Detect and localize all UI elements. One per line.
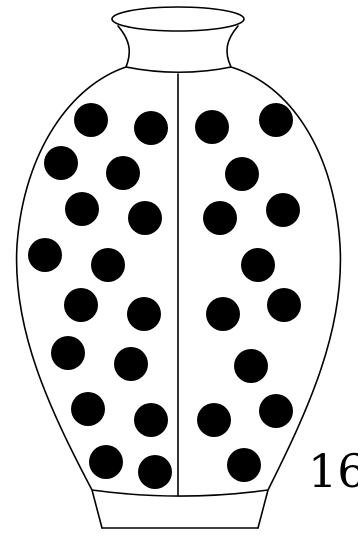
vase-neck-right [227, 26, 238, 67]
dot-right-1 [195, 110, 229, 144]
dot-right-3 [225, 157, 259, 191]
dot-right-8 [267, 288, 301, 322]
dot-left-12 [114, 347, 148, 381]
dot-left-5 [65, 192, 99, 226]
dot-left-15 [89, 445, 123, 479]
dot-right-5 [266, 193, 300, 227]
dot-left-13 [71, 392, 105, 426]
vase-rim [112, 7, 244, 31]
dot-right-7 [206, 297, 240, 331]
dot-left-9 [64, 288, 98, 322]
dot-right-2 [259, 103, 293, 137]
dot-right-9 [234, 349, 268, 383]
dot-left-2 [134, 111, 168, 145]
dot-right-11 [259, 394, 293, 428]
vase-shoulder [126, 67, 231, 72]
vase-base-band [92, 490, 268, 496]
dot-left-10 [127, 297, 161, 331]
dot-left-8 [91, 248, 125, 282]
dot-left-11 [51, 336, 85, 370]
dot-right-4 [203, 201, 237, 235]
dot-left-4 [106, 156, 140, 190]
dot-left-6 [128, 201, 162, 235]
count-label: 16 [308, 448, 358, 494]
dot-right-10 [197, 403, 231, 437]
dot-group [28, 103, 301, 489]
dot-left-14 [134, 403, 168, 437]
vase-neck-left [118, 26, 129, 67]
dot-right-6 [241, 248, 275, 282]
dot-right-12 [227, 448, 261, 482]
dot-left-16 [138, 455, 172, 489]
dot-left-1 [74, 103, 108, 137]
dot-left-3 [44, 146, 78, 180]
dot-left-7 [28, 238, 62, 272]
